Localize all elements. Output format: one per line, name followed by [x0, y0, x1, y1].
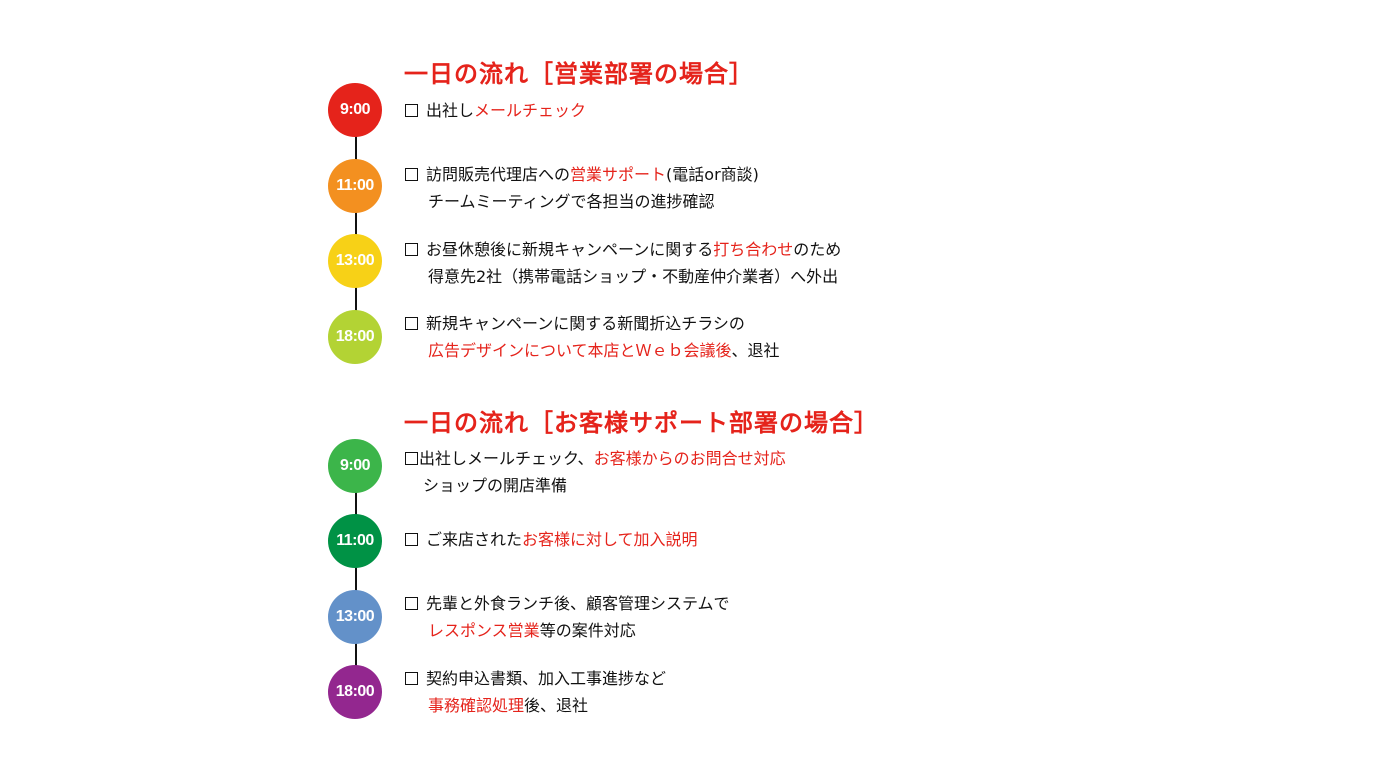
schedule-entry-0900: 9:00 出社しメールチェック: [328, 83, 1028, 137]
time-circle: 18:00: [328, 310, 382, 364]
timeline-line: [355, 465, 357, 692]
time-circle: 11:00: [328, 159, 382, 213]
entry-line: 出社しメールチェック、お客様からのお問合せ対応: [405, 445, 786, 472]
checkbox-icon: [405, 243, 418, 256]
entry-line: 先輩と外食ランチ後、顧客管理システムで: [405, 590, 730, 617]
time-circle: 9:00: [328, 439, 382, 493]
entry-description: 出社しメールチェック: [405, 97, 586, 124]
entry-description: 出社しメールチェック、お客様からのお問合せ対応 ショップの開店準備: [405, 445, 786, 499]
entry-line: 訪問販売代理店への営業サポート(電話or商談): [405, 161, 759, 188]
timeline-line: [355, 110, 357, 336]
entry-line: レスポンス営業等の案件対応: [428, 621, 636, 640]
checkbox-icon: [405, 104, 418, 117]
entry-line: 事務確認処理後、退社: [428, 696, 589, 715]
schedule-entry-1100: 11:00 訪問販売代理店への営業サポート(電話or商談) チームミーティングで…: [328, 159, 1028, 213]
schedule-entry-0900: 9:00 出社しメールチェック、お客様からのお問合せ対応 ショップの開店準備: [328, 439, 1028, 495]
checkbox-icon: [405, 168, 418, 181]
entry-description: 訪問販売代理店への営業サポート(電話or商談) チームミーティングで各担当の進捗…: [405, 161, 759, 215]
time-circle: 18:00: [328, 665, 382, 719]
entry-description: お昼休憩後に新規キャンペーンに関する打ち合わせのため 得意先2社（携帯電話ショッ…: [405, 236, 841, 290]
time-circle: 13:00: [328, 590, 382, 644]
checkbox-icon: [405, 317, 418, 330]
checkbox-icon: [405, 597, 418, 610]
time-circle: 9:00: [328, 83, 382, 137]
entry-line: チームミーティングで各担当の進捗確認: [428, 192, 715, 211]
section-title: 一日の流れ［営業部署の場合］: [404, 60, 754, 88]
entry-line: 得意先2社（携帯電話ショップ・不動産仲介業者）へ外出: [428, 267, 839, 286]
entry-description: 先輩と外食ランチ後、顧客管理システムで レスポンス営業等の案件対応: [405, 590, 730, 644]
time-circle: 13:00: [328, 234, 382, 288]
entry-description: 新規キャンペーンに関する新聞折込チラシの 広告デザインについて本店とＷｅｂ会議後…: [405, 310, 780, 364]
checkbox-icon: [405, 672, 418, 685]
schedule-entry-1300: 13:00 お昼休憩後に新規キャンペーンに関する打ち合わせのため 得意先2社（携…: [328, 234, 1028, 288]
entry-line: 新規キャンペーンに関する新聞折込チラシの: [405, 310, 780, 337]
entry-line: ショップの開店準備: [423, 476, 568, 495]
entry-description: ご来店されたお客様に対して加入説明: [405, 526, 698, 553]
entry-line: ご来店されたお客様に対して加入説明: [405, 526, 698, 553]
entry-line: 契約申込書類、加入工事進捗など: [405, 665, 666, 692]
section-title: 一日の流れ［お客様サポート部署の場合］: [404, 409, 879, 437]
schedule-entry-1300: 13:00 先輩と外食ランチ後、顧客管理システムで レスポンス営業等の案件対応: [328, 590, 1028, 644]
schedule-entry-1800: 18:00 契約申込書類、加入工事進捗など 事務確認処理後、退社: [328, 665, 1028, 719]
schedule-entry-1800: 18:00 新規キャンペーンに関する新聞折込チラシの 広告デザインについて本店と…: [328, 310, 1028, 364]
time-circle: 11:00: [328, 514, 382, 568]
checkbox-icon: [405, 533, 418, 546]
entry-line: お昼休憩後に新規キャンペーンに関する打ち合わせのため: [405, 236, 841, 263]
checkbox-icon: [405, 452, 418, 465]
schedule-entry-1100: 11:00 ご来店されたお客様に対して加入説明: [328, 514, 1028, 568]
entry-line: 出社しメールチェック: [405, 97, 586, 124]
entry-line: 広告デザインについて本店とＷｅｂ会議後、退社: [428, 341, 780, 360]
entry-description: 契約申込書類、加入工事進捗など 事務確認処理後、退社: [405, 665, 666, 719]
